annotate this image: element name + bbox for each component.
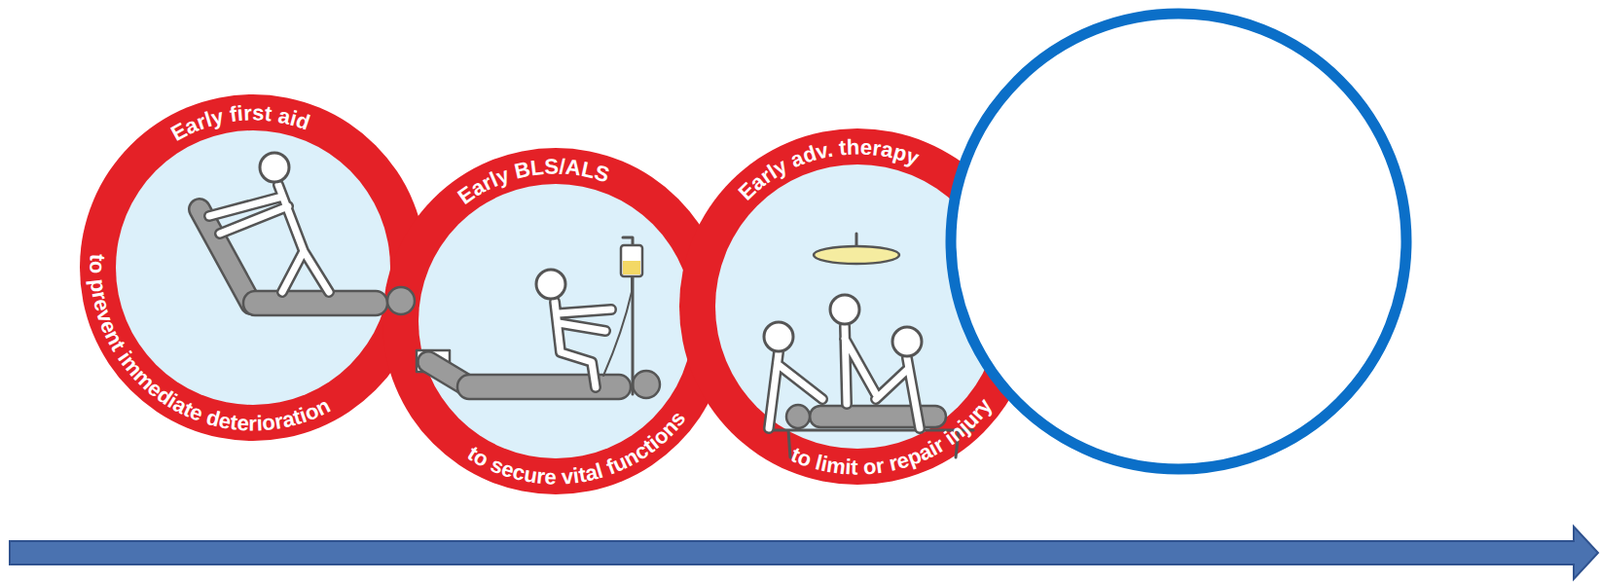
- curved-text: Early BLS/ALS: [453, 153, 614, 209]
- circle-fill: [418, 183, 693, 459]
- circle-fill: [715, 164, 1000, 449]
- red-ring: [679, 128, 1036, 485]
- stage-title: Early adv. therapy: [733, 134, 924, 205]
- stage-goal: to prevent immediate deterioration: [84, 253, 334, 436]
- ring-texts: Early BLS/ALS to secure vital functions: [382, 147, 729, 495]
- stage-title: Early BLS/ALS: [453, 153, 614, 209]
- timeline-arrow: [9, 526, 1599, 580]
- red-ring: [382, 147, 729, 495]
- stage-title: Early first aid: [166, 100, 313, 146]
- stage-circle: Early adv. therapy to limit or repair inj…: [679, 128, 1036, 485]
- ring-texts: Early adv. therapy to limit or repair inj…: [679, 128, 1036, 485]
- circle-ring: [79, 94, 427, 441]
- ring-texts: Early first aid to prevent immediate dete…: [79, 94, 427, 441]
- stage-goal: to limit or repair injury: [787, 393, 997, 480]
- curved-text: to prevent immediate deterioration: [84, 253, 334, 436]
- curved-text: Early adv. therapy: [733, 134, 924, 205]
- circle-ring: [382, 147, 729, 495]
- stage-circle: Early first aid to prevent immediate dete…: [79, 94, 427, 441]
- curved-text: to secure vital functions: [463, 405, 691, 489]
- stage-circle: Early BLS/ALS to secure vital functions: [382, 147, 729, 495]
- circle-ring: [679, 128, 1036, 485]
- red-ring: [79, 94, 427, 441]
- curved-text: to limit or repair injury: [787, 393, 997, 480]
- stage-goal: to secure vital functions: [463, 405, 691, 489]
- circle-fill: [115, 130, 391, 405]
- curved-text: Early first aid: [166, 100, 313, 146]
